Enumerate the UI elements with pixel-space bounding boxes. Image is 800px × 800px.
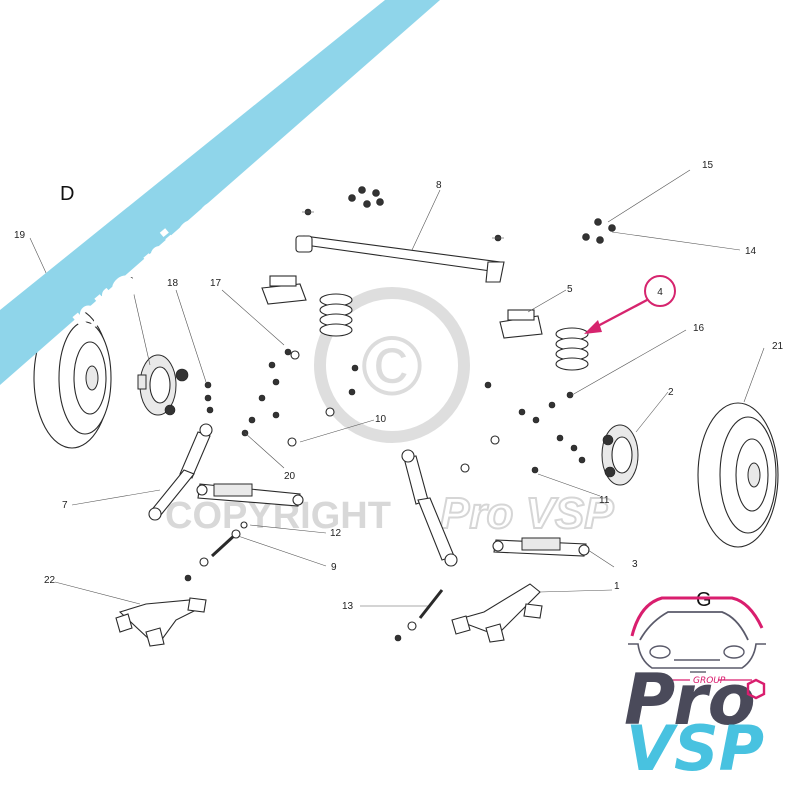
callout-6: 6 bbox=[128, 276, 134, 287]
callout-22: 22 bbox=[44, 575, 56, 586]
callout-1: 1 bbox=[614, 581, 620, 592]
rod-center bbox=[394, 589, 444, 642]
callout-21: 21 bbox=[772, 341, 784, 352]
logo-group-text: GROUP bbox=[693, 676, 726, 686]
callout-12: 12 bbox=[330, 528, 342, 539]
fastener-group-center bbox=[287, 364, 586, 474]
callout-9: 9 bbox=[331, 562, 337, 573]
highlight-callout-4: 4 bbox=[584, 275, 676, 334]
lower-arm-left bbox=[196, 483, 304, 507]
hexagon-icon bbox=[746, 678, 766, 700]
nut-group-top-center bbox=[348, 186, 384, 208]
callout-numbers: 1 2 3 5 6 7 8 9 10 11 12 13 14 15 16 17 … bbox=[14, 160, 784, 612]
callout-17: 17 bbox=[210, 278, 222, 289]
brand-watermark: Pro VSP bbox=[440, 489, 614, 538]
callout-14: 14 bbox=[745, 246, 757, 257]
callout-13: 13 bbox=[342, 601, 354, 612]
copyright-symbol: © bbox=[361, 319, 423, 413]
callout-4: 4 bbox=[657, 287, 663, 298]
coil-spring-left bbox=[319, 293, 353, 337]
callout-2: 2 bbox=[668, 387, 674, 398]
bracket-left bbox=[261, 275, 307, 305]
callout-16: 16 bbox=[693, 323, 705, 334]
callout-20: 20 bbox=[284, 471, 296, 482]
callout-15: 15 bbox=[702, 160, 714, 171]
right-hub-knuckle bbox=[601, 424, 639, 486]
callout-8: 8 bbox=[436, 180, 442, 191]
nut-group-top-right bbox=[582, 218, 616, 244]
callout-19: 19 bbox=[14, 230, 26, 241]
shock-absorber-center bbox=[401, 449, 458, 567]
coil-spring-right bbox=[555, 327, 589, 371]
callout-18: 18 bbox=[167, 278, 179, 289]
corner-letter-left: D bbox=[60, 183, 74, 205]
shock-absorber-left bbox=[148, 423, 213, 521]
left-wheel bbox=[33, 307, 112, 449]
bracket-right bbox=[499, 309, 543, 339]
callout-11: 11 bbox=[599, 495, 610, 506]
a-arm-left bbox=[115, 597, 207, 647]
a-arm-right bbox=[451, 583, 543, 643]
crossbar bbox=[295, 208, 505, 283]
car-silhouette-icon bbox=[628, 596, 766, 673]
left-hub-knuckle bbox=[137, 354, 189, 416]
logo-pro-text: Pro bbox=[624, 659, 756, 741]
right-wheel bbox=[697, 402, 779, 548]
callout-5: 5 bbox=[567, 284, 573, 295]
fastener-group-left bbox=[204, 348, 300, 437]
provsp-logo: GROUP Pro VSP bbox=[624, 596, 766, 785]
callout-10: 10 bbox=[375, 414, 387, 425]
website-banner: pro-piece-vsp.com bbox=[0, 0, 440, 385]
lower-arm-right bbox=[492, 537, 590, 557]
arrow-head-icon bbox=[584, 320, 602, 334]
callout-7: 7 bbox=[62, 500, 68, 511]
corner-letter-right: G bbox=[696, 589, 712, 611]
callout-3: 3 bbox=[632, 559, 638, 570]
logo-vsp-text: VSP bbox=[626, 712, 764, 785]
